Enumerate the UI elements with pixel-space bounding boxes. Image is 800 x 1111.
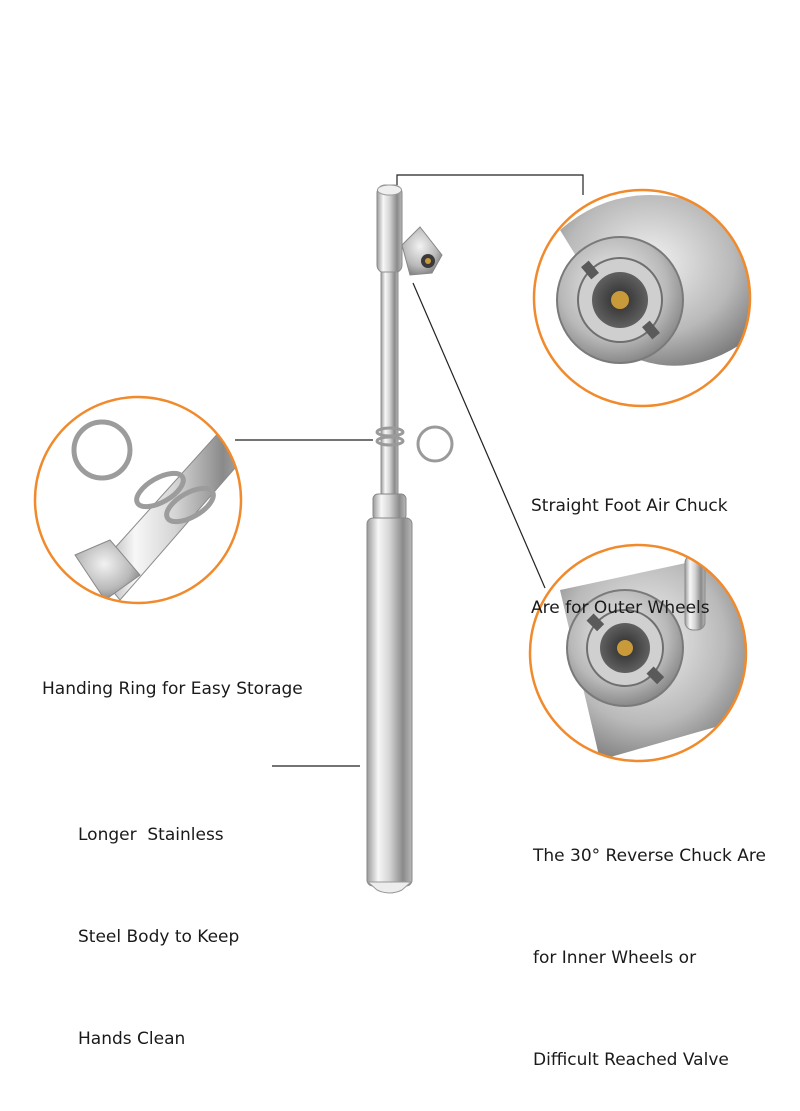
reverse-chuck-head <box>401 226 443 276</box>
hanging-ring <box>375 425 454 463</box>
leader-lines <box>235 174 584 767</box>
callout-line: The 30° Reverse Chuck Are <box>533 846 767 866</box>
callout-reverse-chuck: The 30° Reverse Chuck Are for Inner Whee… <box>533 771 766 1111</box>
brass-valve-pin-icon <box>611 291 629 309</box>
callout-line: Steel Body to Keep <box>78 927 240 947</box>
callout-line: for Inner Wheels or <box>533 948 697 968</box>
callout-line: Longer Stainless <box>78 825 224 845</box>
callout-line: Are for Outer Wheels <box>531 598 710 618</box>
brass-valve-pin-icon-2 <box>617 640 633 656</box>
callout-line: Straight Foot Air Chuck <box>531 496 728 516</box>
callout-line: Hands Clean <box>78 1029 186 1049</box>
callout-straight-chuck: Straight Foot Air Chuck Are for Outer Wh… <box>531 421 728 659</box>
callout-handing-ring: Handing Ring for Easy Storage <box>42 604 303 740</box>
detail-circle-reverse-chuck <box>528 543 748 763</box>
detail-circle-handing-ring <box>33 395 243 605</box>
leader-line-straight-chuck <box>396 174 584 195</box>
callout-line: Difficult Reached Valve <box>533 1050 729 1070</box>
callout-line: Handing Ring for Easy Storage <box>42 679 303 699</box>
leader-line-reverse-chuck <box>412 282 546 589</box>
callout-steel-body: Longer Stainless Steel Body to Keep Hand… <box>78 750 239 1090</box>
detail-circle-straight-chuck <box>532 188 752 408</box>
tire-gauge-tool <box>366 184 454 894</box>
